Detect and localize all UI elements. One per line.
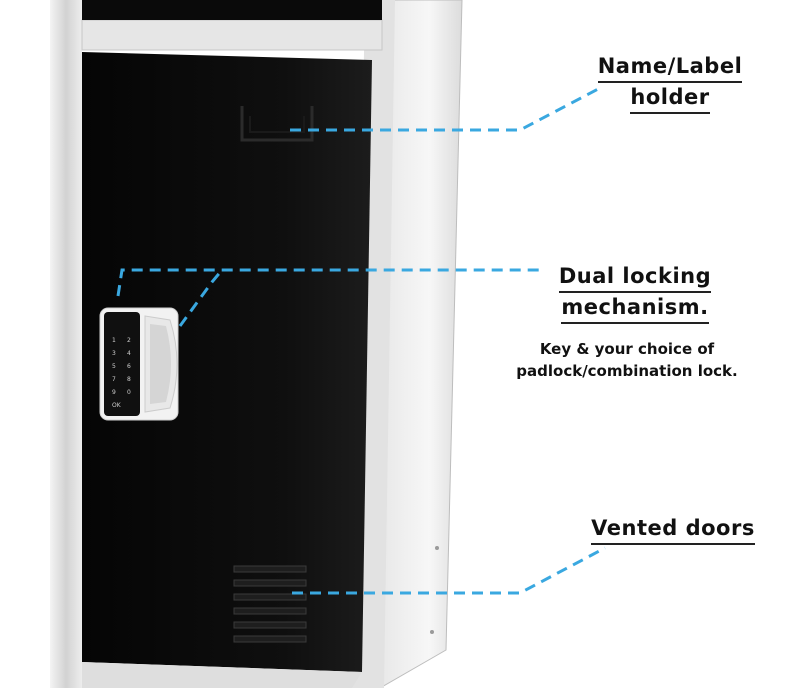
callout-locking-desc1: Key & your choice of <box>539 340 715 358</box>
door-vents <box>233 565 307 643</box>
leader-locking-lock <box>178 269 224 327</box>
leader-locking <box>116 268 545 297</box>
upper-door-edge <box>82 0 382 20</box>
label-holder-slot <box>249 116 305 133</box>
keypad-key: 5 <box>112 363 116 370</box>
keypad-key: 3 <box>112 350 116 357</box>
keypad-key: 2 <box>127 337 131 344</box>
leader-name-label <box>290 86 601 132</box>
keypad-key: 9 <box>112 389 116 396</box>
keypad-key: 7 <box>112 376 116 383</box>
callout-vented-line1: Vented doors <box>591 514 755 545</box>
callout-locking: Dual locking mechanism. <box>540 262 730 324</box>
keypad-key: 6 <box>127 363 131 370</box>
vent-slat <box>233 579 307 587</box>
leader-vented <box>292 546 606 595</box>
lock-keypad: 1 2 3 4 5 6 7 8 9 0OK <box>112 337 131 409</box>
locker-door <box>82 52 372 672</box>
callout-locking-desc2: padlock/combination lock. <box>516 362 738 380</box>
keypad-key: 1 <box>112 337 116 344</box>
locker-top-bar <box>81 19 383 51</box>
callout-locking-line1: Dual locking <box>558 262 712 293</box>
label-holder <box>240 106 314 142</box>
locker-bottom-frame <box>82 662 362 688</box>
keypad-key: OK <box>112 402 122 409</box>
callout-locking-description: Key & your choice of padlock/combination… <box>492 338 762 382</box>
vent-slat <box>233 607 307 615</box>
callout-locking-line2: mechanism. <box>561 293 709 324</box>
side-screw <box>435 546 439 550</box>
callout-leaders <box>116 86 606 595</box>
keypad-key: 0 <box>127 389 131 396</box>
keypad-key: 8 <box>127 376 131 383</box>
locker-left-frame <box>50 0 82 688</box>
callout-vented: Vented doors <box>583 514 763 545</box>
callout-name-label-line1: Name/Label <box>597 52 743 83</box>
vent-slat <box>233 565 307 573</box>
callout-name-label: Name/Label holder <box>590 52 750 114</box>
vent-slat <box>233 635 307 643</box>
callout-name-label-line2: holder <box>630 83 710 114</box>
electronic-lock <box>99 307 179 421</box>
keypad-key: 4 <box>127 350 131 357</box>
vent-slat <box>233 621 307 629</box>
vent-slat <box>233 593 307 601</box>
side-screw <box>430 630 434 634</box>
